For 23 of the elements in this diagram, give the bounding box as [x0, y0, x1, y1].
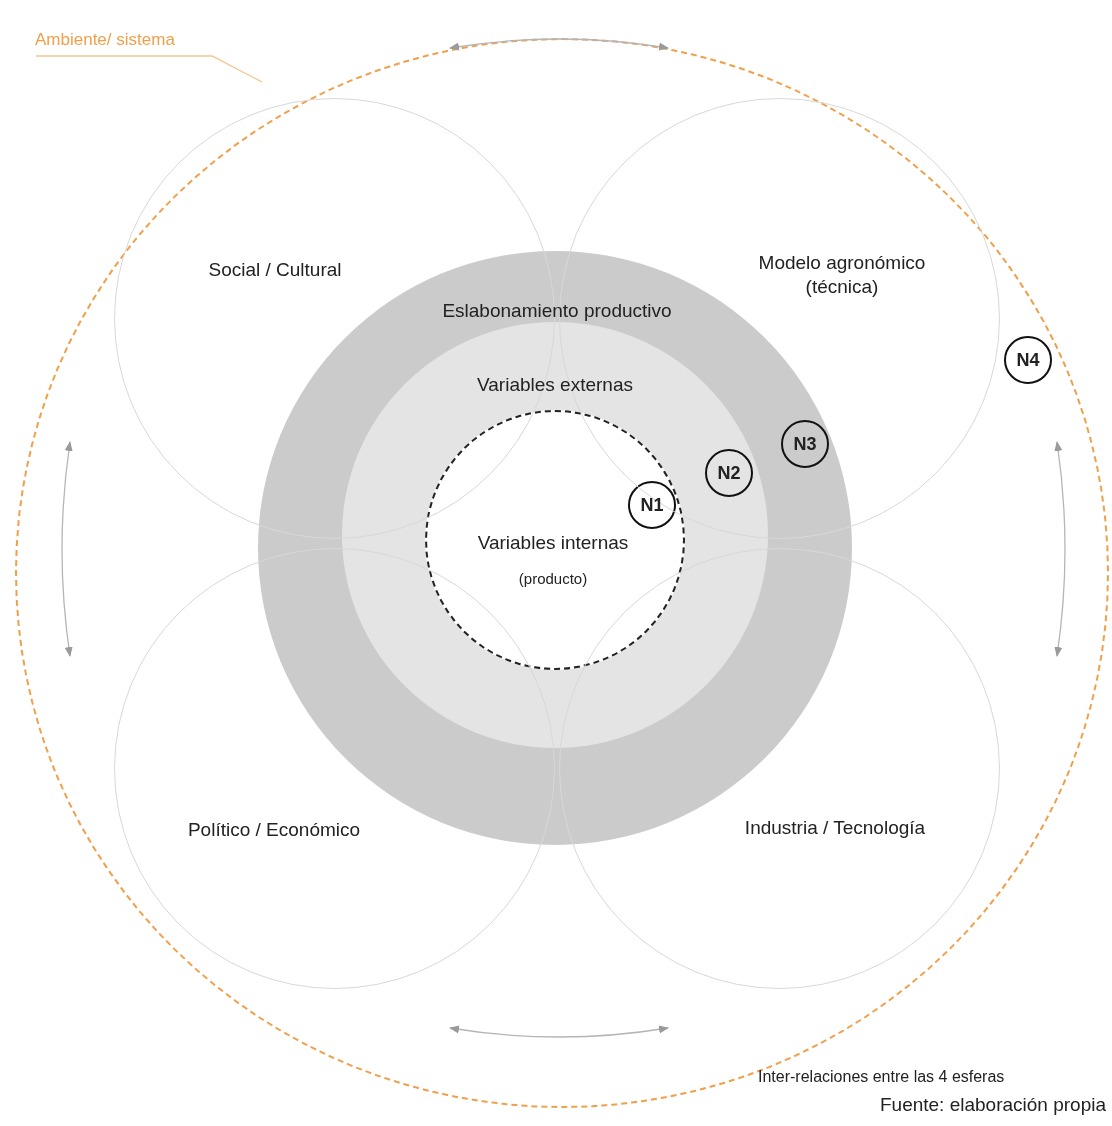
- marker-label: N2: [717, 462, 741, 484]
- sphere-label: Modelo agronómico (técnica): [757, 251, 927, 299]
- sphere-label: Social / Cultural: [208, 259, 342, 281]
- marker-label: N3: [793, 433, 817, 455]
- disc-label: Variables externas: [477, 374, 633, 396]
- note-text: Inter-relaciones entre las 4 esferas: [758, 1068, 1005, 1086]
- marker-label: N4: [1016, 349, 1040, 371]
- double-arrow: [449, 1025, 669, 1038]
- marker-label: N1: [640, 494, 664, 516]
- inner-label: (producto): [518, 569, 588, 587]
- level-marker: [628, 481, 676, 529]
- double-arrow: [1054, 441, 1066, 657]
- level-marker: [781, 420, 829, 468]
- source-caption: Fuente: elaboración propia: [879, 1094, 1106, 1116]
- sphere-label: Industria / Tecnología: [744, 817, 926, 839]
- level-marker: [705, 449, 753, 497]
- double-arrow: [449, 38, 669, 51]
- ring-label: Eslabonamiento productivo: [442, 300, 672, 322]
- sphere-label: Político / Económico: [187, 819, 361, 841]
- double-arrow: [61, 441, 73, 657]
- inner-label: Variables internas: [477, 532, 629, 554]
- leader-line: [35, 55, 263, 83]
- environment-label: Ambiente/ sistema: [35, 30, 230, 54]
